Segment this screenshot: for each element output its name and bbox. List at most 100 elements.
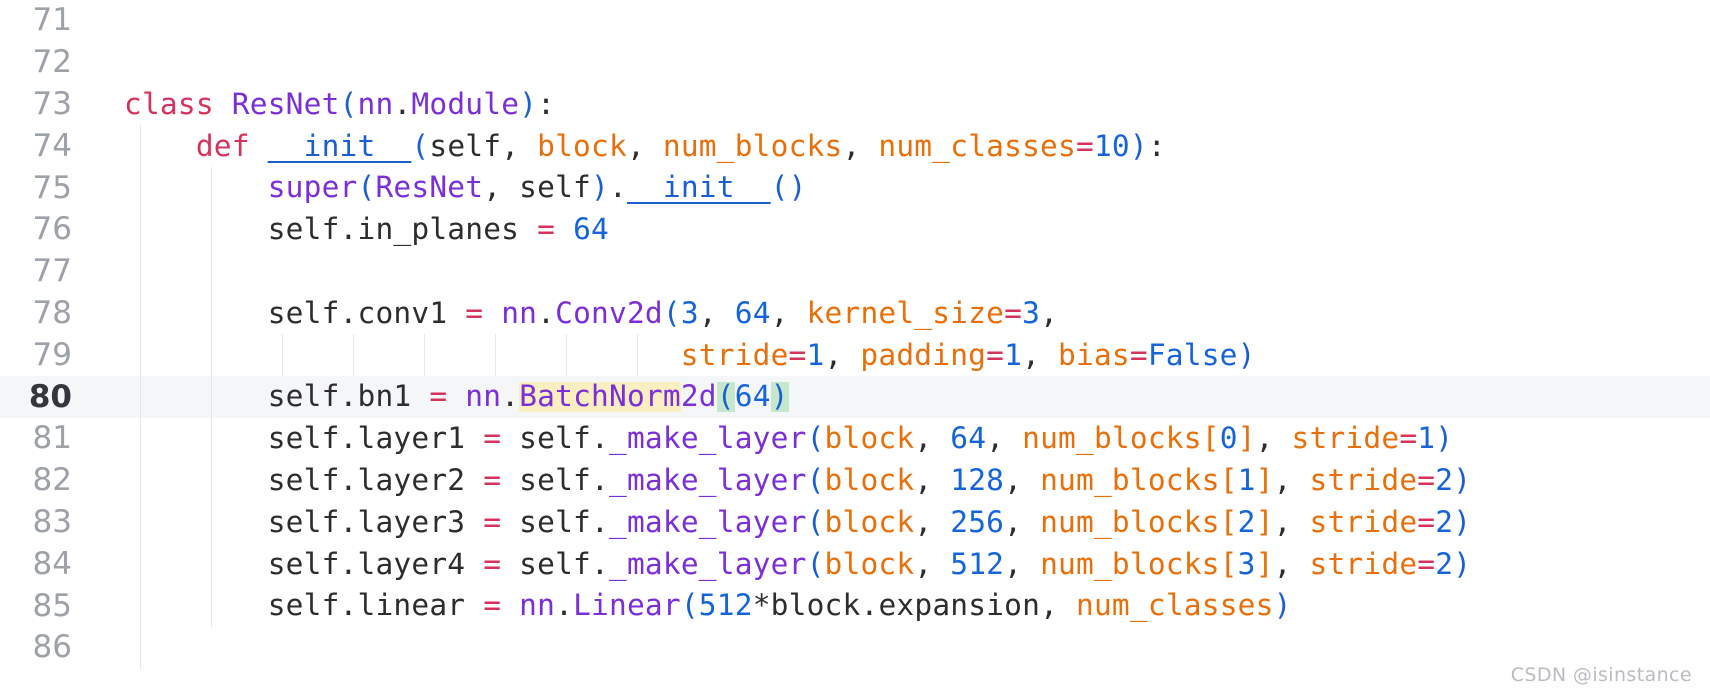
- operator-equals: =: [483, 546, 502, 581]
- space: [483, 299, 501, 329]
- code-content-76[interactable]: self.in_planes = 64: [96, 208, 1710, 251]
- lparen: (: [339, 86, 358, 121]
- code-content-81[interactable]: self.layer1 = self._make_layer(block, 64…: [96, 417, 1710, 460]
- operator-equals: =: [1417, 504, 1436, 539]
- dot: .: [339, 504, 358, 539]
- indent: [124, 299, 268, 329]
- class-name-conv2d: Conv2d: [555, 295, 663, 330]
- function-name-init: __init__: [626, 170, 771, 205]
- name-self: self: [519, 504, 592, 539]
- method-make-layer: _make_layer: [608, 504, 807, 539]
- lbracket: [: [1219, 504, 1238, 539]
- code-content-73[interactable]: class ResNet(nn.Module):: [96, 84, 1710, 126]
- comma: ,: [842, 128, 879, 163]
- code-content-71[interactable]: [96, 0, 1710, 42]
- code-line-86[interactable]: 86: [0, 626, 1710, 669]
- code-content-77[interactable]: [96, 250, 1710, 293]
- dot: .: [393, 86, 412, 121]
- code-line-84[interactable]: 84 self.layer4 = self._make_layer(block,…: [0, 543, 1710, 586]
- code-content-75[interactable]: super(ResNet, self).__init__(): [96, 167, 1710, 209]
- lparen: (: [806, 546, 825, 581]
- code-line-71[interactable]: 71: [0, 0, 1710, 42]
- code-content-74[interactable]: def __init__(self, block, num_blocks, nu…: [96, 125, 1710, 168]
- lparen: (: [357, 170, 376, 205]
- code-content-79[interactable]: stride=1, padding=1, bias=False): [96, 334, 1710, 377]
- line-number-83: 83: [32, 503, 72, 540]
- dot: .: [860, 588, 879, 623]
- code-content-85[interactable]: self.linear = nn.Linear(512*block.expans…: [96, 585, 1710, 627]
- attr-layer2: layer2: [357, 462, 466, 497]
- name-self: self: [519, 170, 591, 205]
- space: [501, 591, 519, 621]
- comma: ,: [914, 462, 951, 497]
- line-number-78: 78: [32, 294, 72, 331]
- literal-false: False: [1147, 337, 1238, 372]
- space: [411, 382, 429, 412]
- comma: ,: [914, 546, 951, 581]
- operator-equals: =: [465, 295, 484, 330]
- code-line-83[interactable]: 83 self.layer3 = self._make_layer(block,…: [0, 501, 1710, 544]
- operator-equals: =: [537, 212, 556, 247]
- indent: [124, 173, 268, 203]
- code-content-82[interactable]: self.layer2 = self._make_layer(block, 12…: [96, 459, 1710, 502]
- code-line-79[interactable]: 79 stride=1, padding=1, bias=False): [0, 334, 1710, 377]
- indent: [124, 382, 268, 412]
- line-number-76: 76: [32, 211, 72, 248]
- lbracket: [: [1201, 421, 1220, 456]
- code-line-75[interactable]: 75 super(ResNet, self).__init__(): [0, 167, 1710, 209]
- keyword-def: def: [195, 128, 250, 163]
- operator-equals: =: [1399, 421, 1418, 456]
- method-make-layer: _make_layer: [608, 421, 807, 456]
- operator-equals: =: [1075, 128, 1094, 163]
- number-128: 128: [950, 462, 1005, 497]
- code-line-73[interactable]: 73 class ResNet(nn.Module):: [0, 84, 1710, 126]
- rparen: ): [1273, 588, 1292, 623]
- code-content-84[interactable]: self.layer4 = self._make_layer(block, 51…: [96, 543, 1710, 586]
- operator-star: *: [752, 588, 771, 623]
- space: [447, 299, 465, 329]
- code-content-83[interactable]: self.layer3 = self._make_layer(block, 25…: [96, 501, 1710, 544]
- line-number-84: 84: [32, 545, 72, 582]
- arg-block: block: [824, 421, 915, 456]
- space: [501, 550, 519, 580]
- arg-num-blocks: num_blocks: [1040, 504, 1220, 539]
- code-line-77[interactable]: 77: [0, 250, 1710, 293]
- name-self: self: [267, 421, 340, 456]
- comma: ,: [698, 295, 735, 330]
- indent-guides-77: [96, 250, 1710, 293]
- operator-equals: =: [1129, 337, 1148, 372]
- code-line-81[interactable]: 81 self.layer1 = self._make_layer(block,…: [0, 417, 1710, 460]
- operator-equals: =: [788, 337, 807, 372]
- operator-equals: =: [483, 588, 502, 623]
- code-line-82[interactable]: 82 self.layer2 = self._make_layer(block,…: [0, 459, 1710, 502]
- rparen: ): [1237, 337, 1256, 372]
- code-content-86[interactable]: [96, 626, 1710, 669]
- comma: ,: [770, 295, 807, 330]
- name-self: self: [519, 462, 592, 497]
- code-line-78[interactable]: 78 self.conv1 = nn.Conv2d(3, 64, kernel_…: [0, 292, 1710, 335]
- code-line-76[interactable]: 76 self.in_planes = 64: [0, 208, 1710, 251]
- code-line-85[interactable]: 85 self.linear = nn.Linear(512*block.exp…: [0, 585, 1710, 627]
- dot: .: [339, 546, 358, 581]
- keyword-class: class: [124, 86, 214, 121]
- code-content-72[interactable]: [96, 42, 1710, 84]
- comma-trailing: ,: [1040, 295, 1059, 330]
- line-number-82: 82: [32, 462, 72, 499]
- code-line-74[interactable]: 74 def __init__(self, block, num_blocks,…: [0, 125, 1710, 168]
- space: [465, 466, 483, 496]
- space: [250, 132, 268, 162]
- rparen: ): [1453, 546, 1472, 581]
- code-content-78[interactable]: self.conv1 = nn.Conv2d(3, 64, kernel_siz…: [96, 292, 1710, 335]
- comma: ,: [626, 128, 663, 163]
- comma: ,: [914, 421, 951, 456]
- number-1: 1: [1004, 337, 1023, 372]
- watermark: CSDN @isinstance: [1510, 664, 1692, 686]
- comma: ,: [483, 170, 520, 205]
- dot: .: [339, 588, 358, 623]
- code-line-72[interactable]: 72: [0, 42, 1710, 84]
- comma: ,: [501, 128, 538, 163]
- lbracket: [: [1219, 546, 1238, 581]
